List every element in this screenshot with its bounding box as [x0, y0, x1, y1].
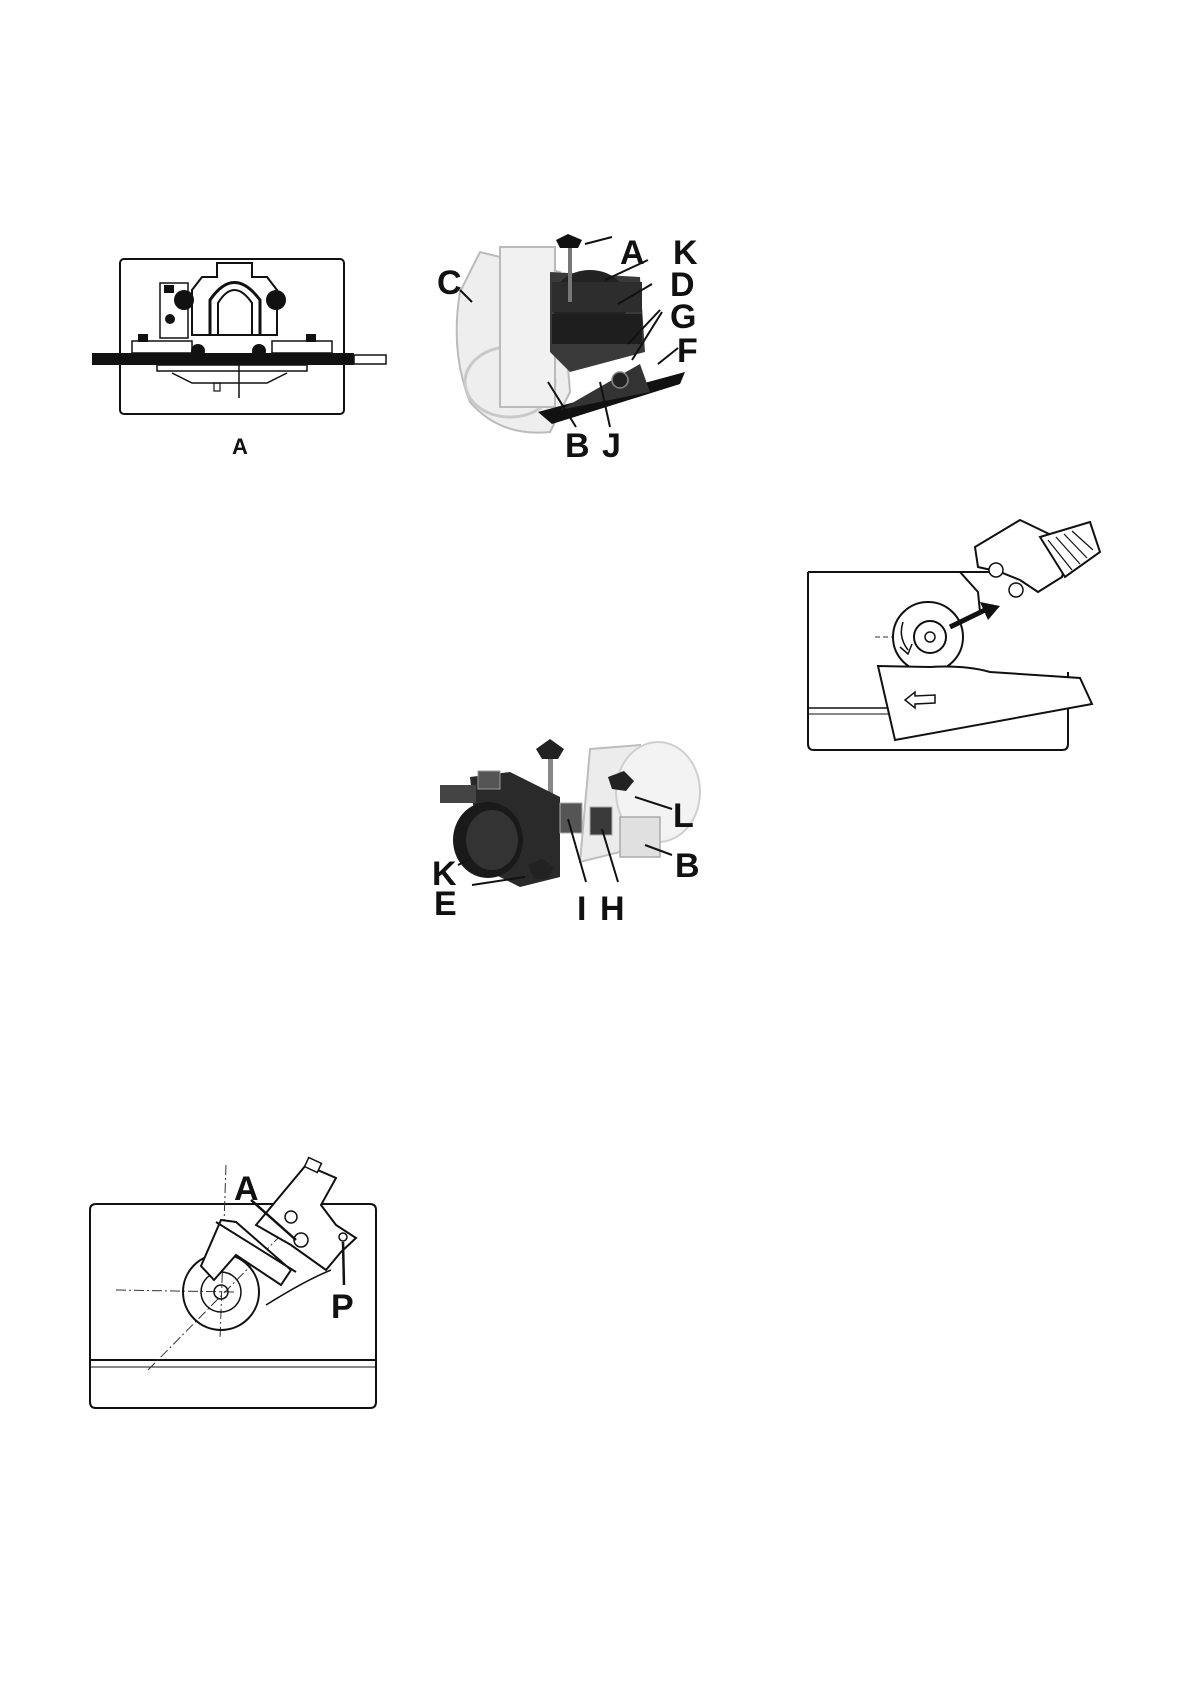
- label-p: P: [331, 1288, 354, 1326]
- label-a: A: [232, 434, 248, 459]
- label-i: I: [577, 890, 586, 928]
- label-e: E: [434, 885, 457, 923]
- label-b: B: [675, 847, 700, 885]
- label-a: A: [620, 234, 645, 272]
- label-b: B: [565, 427, 590, 465]
- figure-3-side-view-blade: [800, 532, 1130, 757]
- label-a: A: [234, 1170, 259, 1208]
- figure-4-guard-rear-photo: K E I H L B: [440, 737, 740, 977]
- figure-2-guard-assembly-photo: A K C D G F B J: [440, 232, 740, 492]
- label-f: F: [677, 332, 698, 370]
- figure-1-front-view: A: [92, 255, 392, 465]
- label-l: L: [673, 797, 694, 835]
- label-c: C: [437, 264, 462, 302]
- label-g: G: [670, 298, 696, 336]
- label-j: J: [602, 427, 621, 465]
- label-h: H: [600, 890, 625, 928]
- figure-5-side-view-adjustment: A P: [86, 1160, 386, 1415]
